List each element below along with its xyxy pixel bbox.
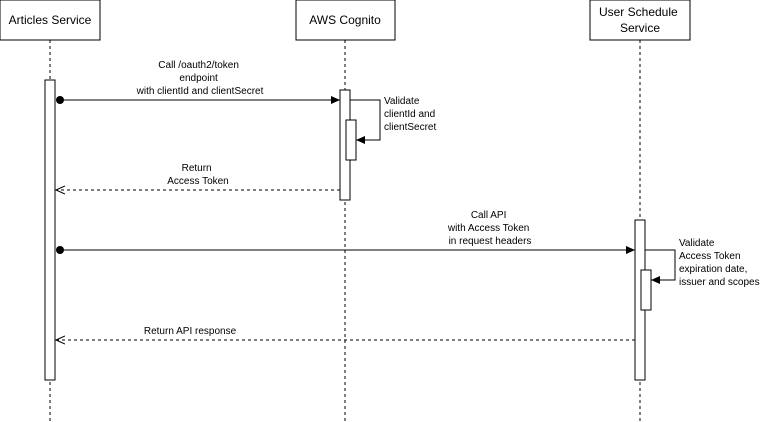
svg-text:User Schedule Service: User Schedule Service: [599, 5, 681, 35]
svg-text:Return Access Token: Return Access Token: [167, 163, 229, 187]
svg-text:Articles Service: Articles Service: [9, 13, 92, 27]
svg-text:Call API with Access Tok: Call API with Access Token in request he…: [447, 210, 532, 247]
participant-label-line-1: User Schedule: [599, 5, 678, 19]
message-validate-token: Validate Access Token expiration date, i…: [645, 238, 760, 288]
message-label-line-2: with Access Token: [447, 223, 530, 234]
svg-text:Validate clientId and: Validate clientId and clientSecret: [384, 96, 438, 133]
message-call-api: Call API with Access Token in request he…: [56, 210, 635, 254]
participant-user-schedule-service: User Schedule Service: [589, 0, 691, 41]
svg-text:AWS Cognito: AWS Cognito: [309, 13, 381, 27]
participant-label: AWS Cognito: [309, 13, 381, 27]
svg-text:Call /oauth2/token endpo: Call /oauth2/token endpoint with clientI…: [136, 60, 264, 97]
activation-cognito-self: [345, 119, 357, 161]
participant-label: Articles Service: [9, 13, 92, 27]
svg-text:Validate Access Token: Validate Access Token expiration date, i…: [679, 238, 760, 288]
message-label-line-1: Call API: [471, 210, 507, 221]
activation-schedule-self: [640, 269, 652, 311]
message-return-token: Return Access Token: [56, 163, 340, 190]
message-label-line-2: clientId and: [384, 109, 435, 120]
message-label-line-2: Access Token: [679, 251, 741, 262]
message-label-line-4: issuer and scopes: [679, 277, 760, 288]
activation-articles: [44, 79, 56, 381]
message-call-token: Call /oauth2/token endpoint with clientI…: [56, 60, 340, 104]
message-label-line-1: Call /oauth2/token: [158, 60, 239, 71]
message-return-response: Return API response: [56, 326, 635, 340]
message-label-line-3: clientSecret: [384, 122, 436, 133]
message-label-line-1: Return: [182, 163, 212, 174]
message-label-line-3: in request headers: [449, 236, 532, 247]
svg-text:Return API response: Return API response: [144, 326, 237, 337]
participant-articles-service: Articles Service: [0, 0, 101, 41]
message-label-line-2: endpoint: [179, 73, 218, 84]
message-validate-client: Validate clientId and clientSecret: [350, 96, 438, 144]
self-call-arrow: [350, 99, 381, 144]
message-label-line-1: Return API response: [144, 326, 237, 337]
message-label-line-3: with clientId and clientSecret: [136, 86, 264, 97]
self-call-arrow: [645, 249, 676, 284]
participant-label-line-2: Service: [620, 21, 660, 35]
message-label-line-3: expiration date,: [679, 264, 747, 275]
message-label-line-2: Access Token: [167, 176, 229, 187]
participant-aws-cognito: AWS Cognito: [295, 0, 396, 41]
message-label-line-1: Validate: [384, 96, 420, 107]
message-label-line-1: Validate: [679, 238, 715, 249]
